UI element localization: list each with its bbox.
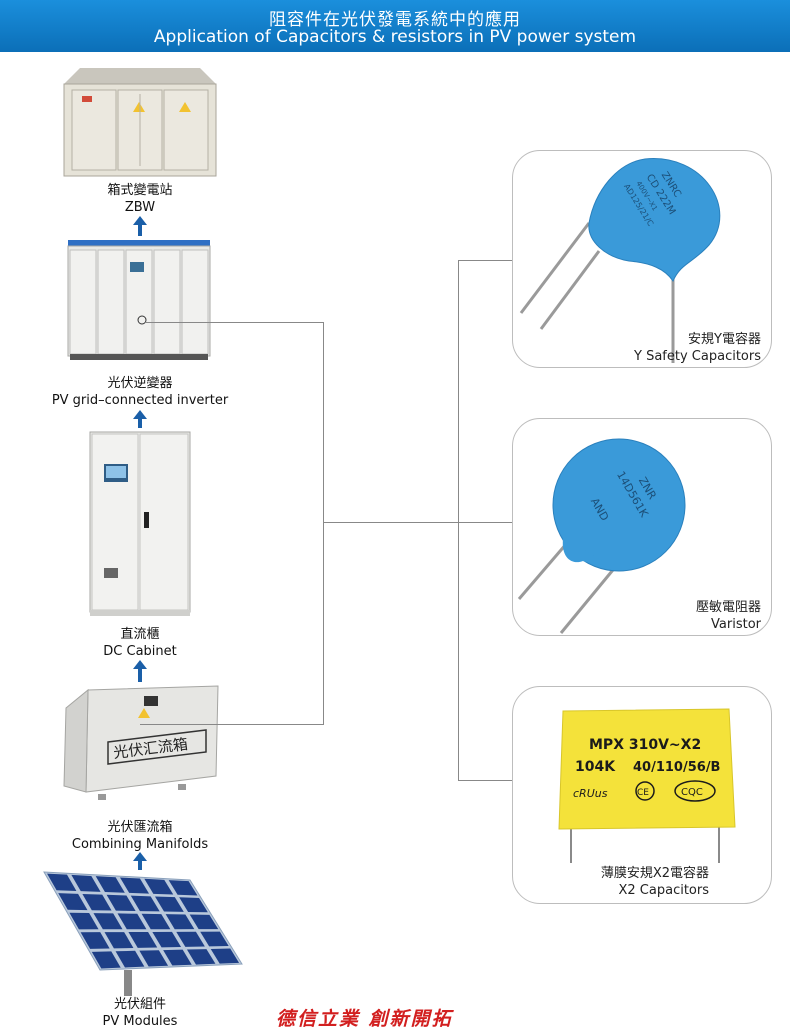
x2-cert-ce: CE	[637, 788, 649, 798]
dc-cabinet-caption: 直流櫃 DC Cabinet	[60, 626, 220, 660]
solar-cell	[163, 949, 192, 966]
title-banner: 阻容件在光伏發電系統中的應用 Application of Capacitors…	[0, 0, 790, 52]
flow-arrow-2	[133, 410, 147, 428]
solar-cell	[71, 874, 101, 892]
pv-module-label-zh: 光伏組件	[113, 997, 166, 1012]
dc-cabinet-label-en: DC Cabinet	[103, 644, 177, 659]
solar-cell	[186, 949, 216, 965]
inverter-caption: 光伏逆變器 PV grid–connected inverter	[30, 375, 250, 409]
solar-cell	[119, 877, 150, 894]
x2-capacitor-label-en: X2 Capacitors	[618, 883, 710, 898]
x2-cert-ul: cRUus	[573, 787, 608, 800]
flow-arrow-1	[133, 216, 147, 236]
varistor-label-zh: 壓敏電阻器	[695, 600, 761, 615]
x2-cert-cqc: CQC	[681, 787, 703, 798]
substation-label-zh: 箱式變電站	[107, 183, 173, 198]
y-capacitor-card: ZNRC CD 222M 400V~X1 AD125/21/C 安規Y電容器 Y…	[512, 150, 772, 368]
connector-card-1	[458, 260, 513, 261]
pv-module-label-en: PV Modules	[102, 1014, 178, 1029]
solar-cell	[154, 896, 184, 912]
solar-cell	[47, 873, 77, 891]
solar-cell	[91, 951, 121, 969]
inverter-label-zh: 光伏逆變器	[107, 376, 173, 391]
solar-cell-grid	[47, 873, 240, 969]
combiner-label-en: Combining Manifolds	[71, 837, 209, 852]
flow-arrow-3	[133, 660, 147, 682]
combiner-box-image: 光伏汇流箱	[58, 682, 228, 812]
solar-cell	[168, 880, 198, 896]
solar-cell	[189, 914, 219, 930]
solar-cell	[93, 913, 123, 930]
connector-combiner	[140, 724, 324, 725]
pv-module-caption: 光伏組件 PV Modules	[60, 996, 220, 1030]
solar-cell	[139, 950, 169, 967]
solar-cell	[115, 950, 145, 968]
title-en: Application of Capacitors & resistors in…	[153, 27, 637, 47]
x2-capacitor-label-zh: 薄膜安規X2電容器	[600, 866, 709, 881]
company-slogan: 德信立業 創新開拓	[276, 1008, 453, 1030]
pv-module-image	[40, 866, 246, 996]
solar-cell	[130, 895, 160, 912]
substation-label-en: ZBW	[124, 200, 156, 215]
dc-cabinet-image	[86, 428, 196, 618]
connector-inverter	[146, 322, 324, 323]
title-zh: 阻容件在光伏發電系統中的應用	[269, 10, 521, 30]
combiner-caption: 光伏匯流箱 Combining Manifolds	[50, 819, 230, 853]
solar-cell	[210, 948, 240, 964]
x2-marking-3: 40/110/56/B	[633, 760, 720, 775]
substation-image	[60, 64, 220, 179]
x2-marking-2: 104K	[575, 759, 616, 775]
y-capacitor-label-zh: 安規Y電容器	[688, 332, 761, 347]
dc-cabinet-label-zh: 直流櫃	[120, 627, 160, 642]
x2-capacitor-card: MPX 310V~X2 104K 40/110/56/B cRUus CE CQ…	[512, 686, 772, 904]
solar-cell	[144, 878, 174, 895]
connector-bus	[458, 260, 459, 780]
flow-arrow-4	[133, 852, 147, 870]
inverter-label-en: PV grid–connected inverter	[51, 393, 229, 408]
solar-cell	[104, 932, 134, 949]
solar-cell	[117, 913, 147, 930]
solar-cell	[95, 876, 125, 893]
solar-cell	[82, 893, 112, 911]
solar-cell	[58, 893, 88, 911]
solar-cell	[152, 931, 182, 948]
solar-cell	[179, 897, 208, 913]
solar-cell	[69, 912, 99, 930]
solar-cell	[165, 914, 195, 930]
solar-cell	[200, 931, 229, 947]
solar-cell	[176, 931, 205, 947]
solar-cell	[80, 932, 110, 949]
connector-card-2	[458, 522, 513, 523]
varistor-label-en: Varistor	[711, 617, 761, 632]
y-capacitor-label-en: Y Safety Capacitors	[634, 349, 761, 364]
connector-mid	[323, 522, 459, 523]
connector-card-3	[458, 780, 513, 781]
solar-cell	[106, 894, 136, 911]
combiner-label-zh: 光伏匯流箱	[107, 820, 173, 835]
solar-cell	[141, 913, 171, 930]
connector-trunk	[323, 322, 324, 725]
solar-cell	[128, 931, 158, 948]
substation-caption: 箱式變電站 ZBW	[60, 182, 220, 216]
x2-marking-1: MPX 310V~X2	[589, 737, 701, 753]
inverter-image	[64, 236, 214, 364]
varistor-card: ZNR 14D561K AND 壓敏電阻器 Varistor	[512, 418, 772, 636]
